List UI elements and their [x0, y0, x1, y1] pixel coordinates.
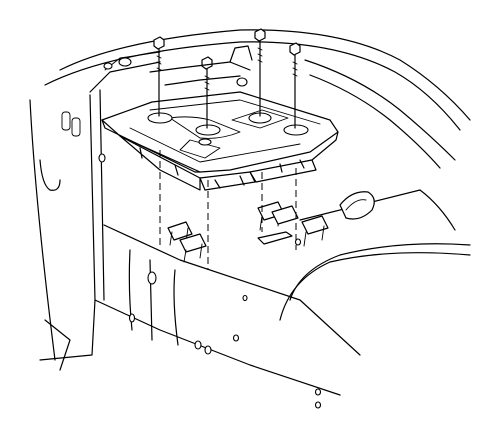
mount-hole [98, 153, 106, 163]
tray-bolt-hole [195, 124, 221, 136]
tray-bolt-hole [147, 112, 173, 124]
tray-hole [198, 138, 212, 146]
frame-hole [118, 57, 132, 67]
lower-body-panel [94, 189, 471, 409]
mount-hole [147, 271, 157, 285]
bolt-2 [201, 56, 213, 129]
bolt-4 [289, 42, 301, 129]
mount-hole [194, 340, 202, 350]
mount-hole [232, 334, 240, 342]
bolt-head [289, 42, 301, 56]
mount-hole [128, 313, 136, 323]
battery-tray [101, 91, 339, 191]
bolt-head [201, 56, 213, 70]
bolt-head [254, 28, 266, 42]
mount-hole [314, 388, 322, 396]
mount-hole [242, 294, 248, 302]
bolt-1 [153, 36, 165, 117]
frame-hole [236, 77, 248, 87]
slot-hole [71, 117, 81, 137]
bolt-head [153, 36, 165, 50]
bolt-3 [254, 28, 266, 117]
apron-panel [29, 89, 106, 371]
mount-hole [314, 401, 322, 409]
frame-hole [103, 62, 113, 70]
tray-bolt-hole [283, 124, 309, 136]
lower-brackets [167, 201, 329, 263]
mount-hole [204, 345, 212, 355]
frame-bracket [103, 45, 253, 87]
slot-hole [61, 111, 71, 131]
mount-hole [294, 238, 302, 246]
alignment-lines [159, 150, 297, 270]
grommet [339, 191, 375, 220]
